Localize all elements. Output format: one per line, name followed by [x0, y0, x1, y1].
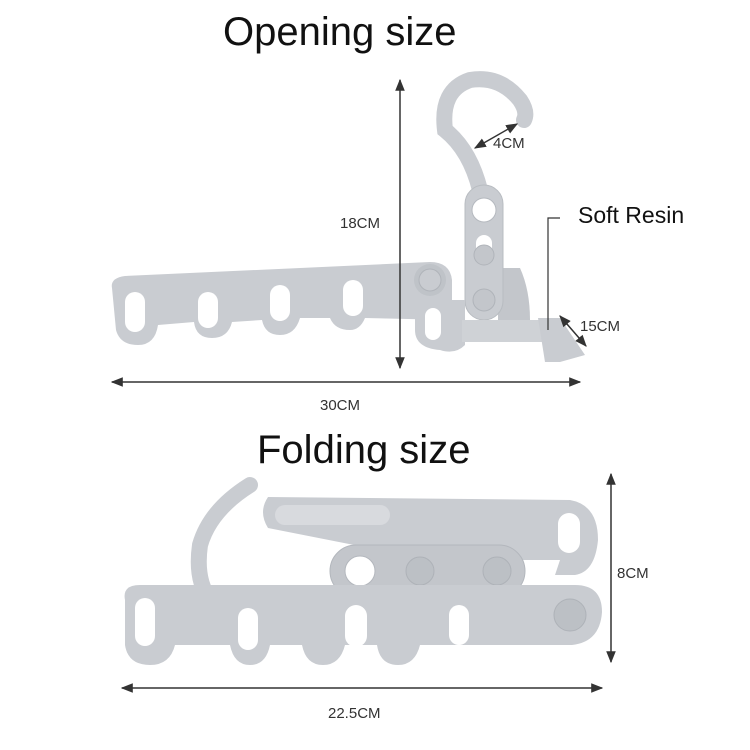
folding-size-title: Folding size — [257, 428, 471, 472]
folded-hanger — [124, 477, 603, 665]
material-leader-line — [547, 217, 560, 330]
opening-height-label: 18CM — [340, 215, 381, 232]
hook-depth-label: 15CM — [580, 318, 621, 335]
opening-hanger — [111, 71, 585, 362]
material-label: Soft Resin — [578, 202, 685, 228]
folding-height-label: 8CM — [617, 565, 649, 582]
opening-size-title: Opening size — [223, 10, 457, 54]
hook-depth-arrow — [559, 315, 587, 347]
opening-width-label: 30CM — [320, 397, 361, 414]
folding-width-label: 22.5CM — [328, 705, 381, 722]
hook-opening-arrow — [473, 123, 519, 149]
